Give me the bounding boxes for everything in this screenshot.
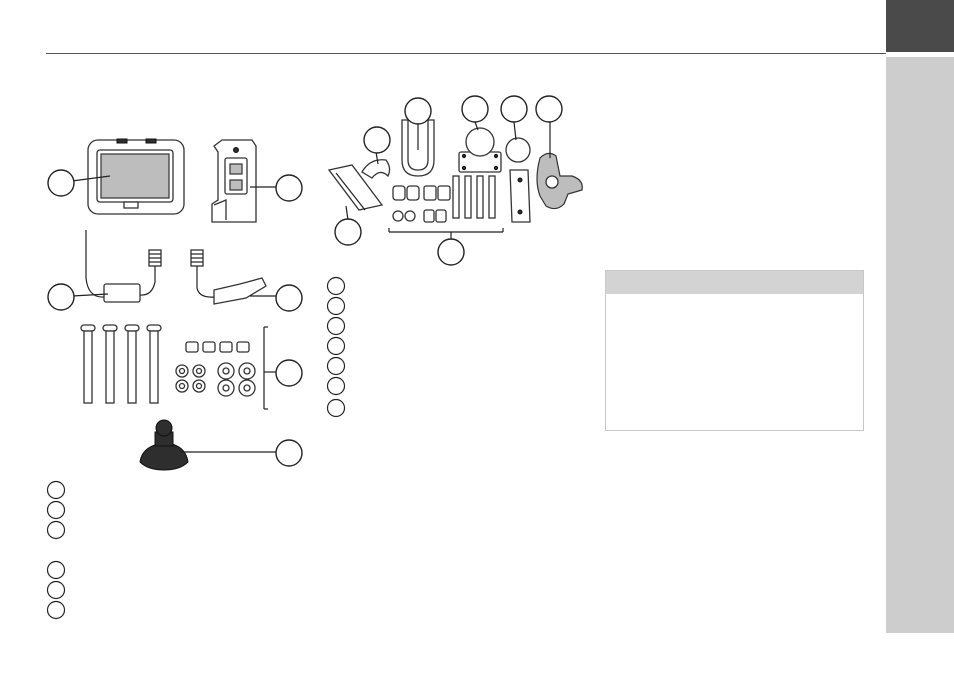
bolts-icon [80, 324, 162, 404]
car-charger-icon [190, 249, 267, 305]
navigation-device-icon [87, 138, 185, 215]
ball-arm-icon [505, 137, 531, 223]
power-cable-icon [85, 230, 162, 303]
suction-mount-icon [139, 419, 189, 471]
socket-arm-icon [536, 152, 583, 210]
rubber-clip-icon [361, 159, 391, 179]
chapter-tab [886, 57, 954, 633]
note-box [605, 270, 864, 431]
note-header [606, 271, 863, 294]
base-plate-icon [458, 127, 502, 173]
nuts-washers-icon [175, 341, 256, 397]
small-hardware-icon [392, 175, 496, 223]
chapter-tab-dark [886, 0, 954, 52]
adhesive-pad-icon [327, 164, 384, 211]
holder-icon [211, 139, 257, 223]
header-rule [46, 53, 886, 54]
